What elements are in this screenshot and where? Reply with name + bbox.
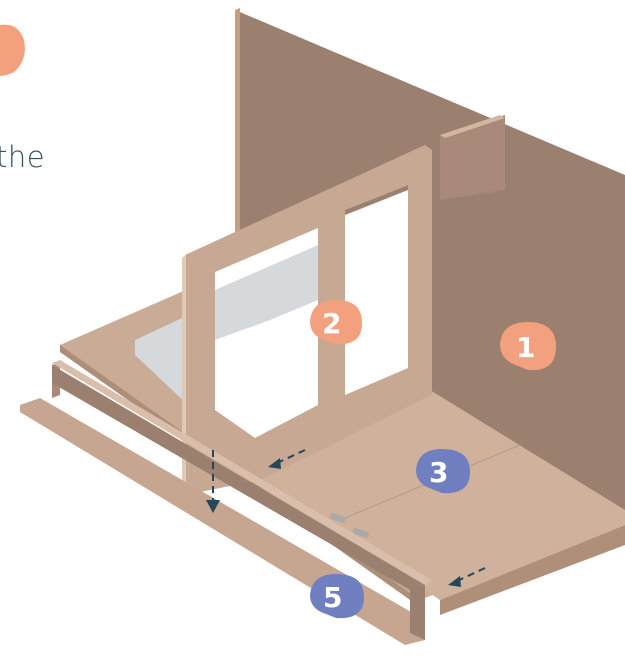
callout-label-3: 3 — [429, 456, 448, 489]
callout-badge-5: 5 — [310, 574, 364, 618]
partial-step-badge — [0, 25, 25, 76]
callout-label-2: 2 — [322, 307, 341, 340]
callout-label-5: 5 — [323, 581, 342, 614]
panel-2-opening-right — [345, 185, 408, 395]
callout-label-1: 1 — [516, 331, 535, 364]
